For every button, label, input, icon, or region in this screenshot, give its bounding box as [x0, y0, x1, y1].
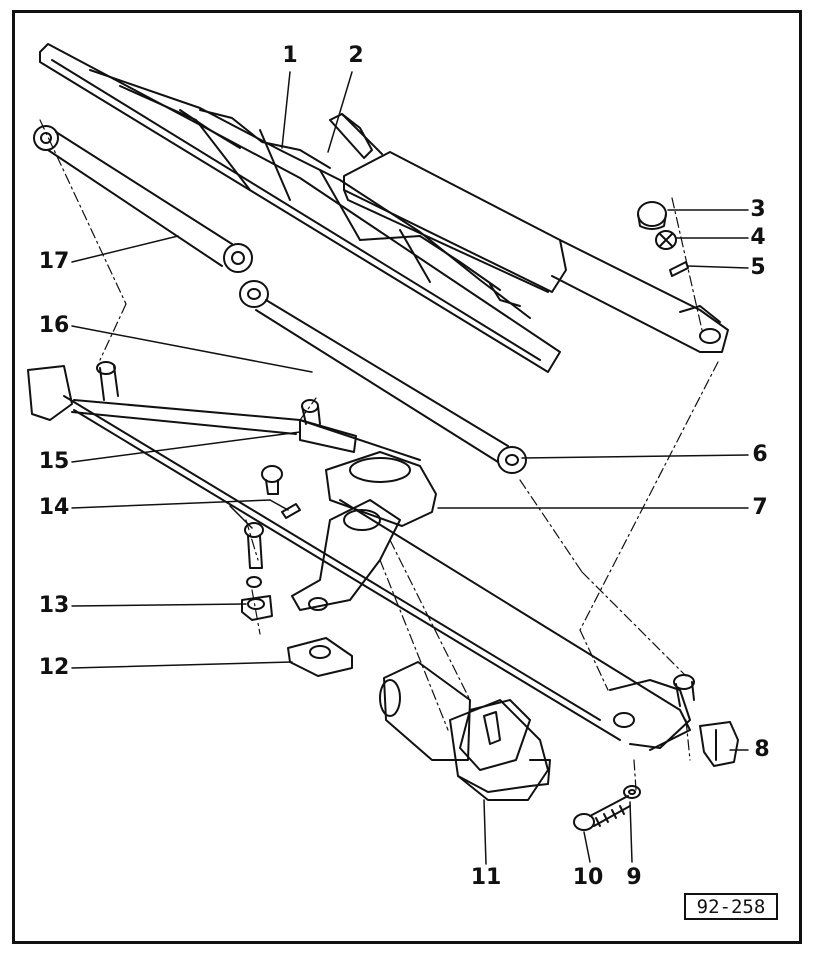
reference-code: 92-258: [684, 893, 778, 920]
callout-16: 16: [38, 313, 70, 338]
callout-5: 5: [750, 255, 766, 280]
connecting-rod-upper: [33, 125, 253, 273]
linkage-frame: [27, 361, 695, 751]
mounting-plate: [291, 451, 437, 611]
fasteners-right: [573, 721, 739, 831]
callout-4: 4: [750, 225, 766, 250]
callout-2: 2: [348, 43, 364, 68]
callout-12: 12: [38, 655, 70, 680]
callout-6: 6: [752, 442, 768, 467]
cap-nut-washer: [637, 201, 689, 277]
wiper-blade: [39, 43, 561, 373]
callout-7: 7: [752, 495, 768, 520]
callout-11: 11: [470, 865, 502, 890]
wiper-motor: [379, 661, 551, 801]
wiper-arm: [329, 113, 729, 353]
fasteners-left: [241, 465, 353, 677]
callout-3: 3: [750, 197, 766, 222]
callout-14: 14: [38, 495, 70, 520]
callout-9: 9: [626, 865, 642, 890]
callout-10: 10: [572, 865, 604, 890]
diagram-frame: [12, 10, 802, 944]
callout-1: 1: [282, 43, 298, 68]
leader-lines: [71, 71, 749, 865]
callout-8: 8: [754, 737, 770, 762]
assembly-dash-lines: [39, 119, 719, 791]
callout-15: 15: [38, 449, 70, 474]
callout-17: 17: [38, 249, 70, 274]
connecting-rod-lower: [239, 280, 527, 474]
callout-13: 13: [38, 593, 70, 618]
